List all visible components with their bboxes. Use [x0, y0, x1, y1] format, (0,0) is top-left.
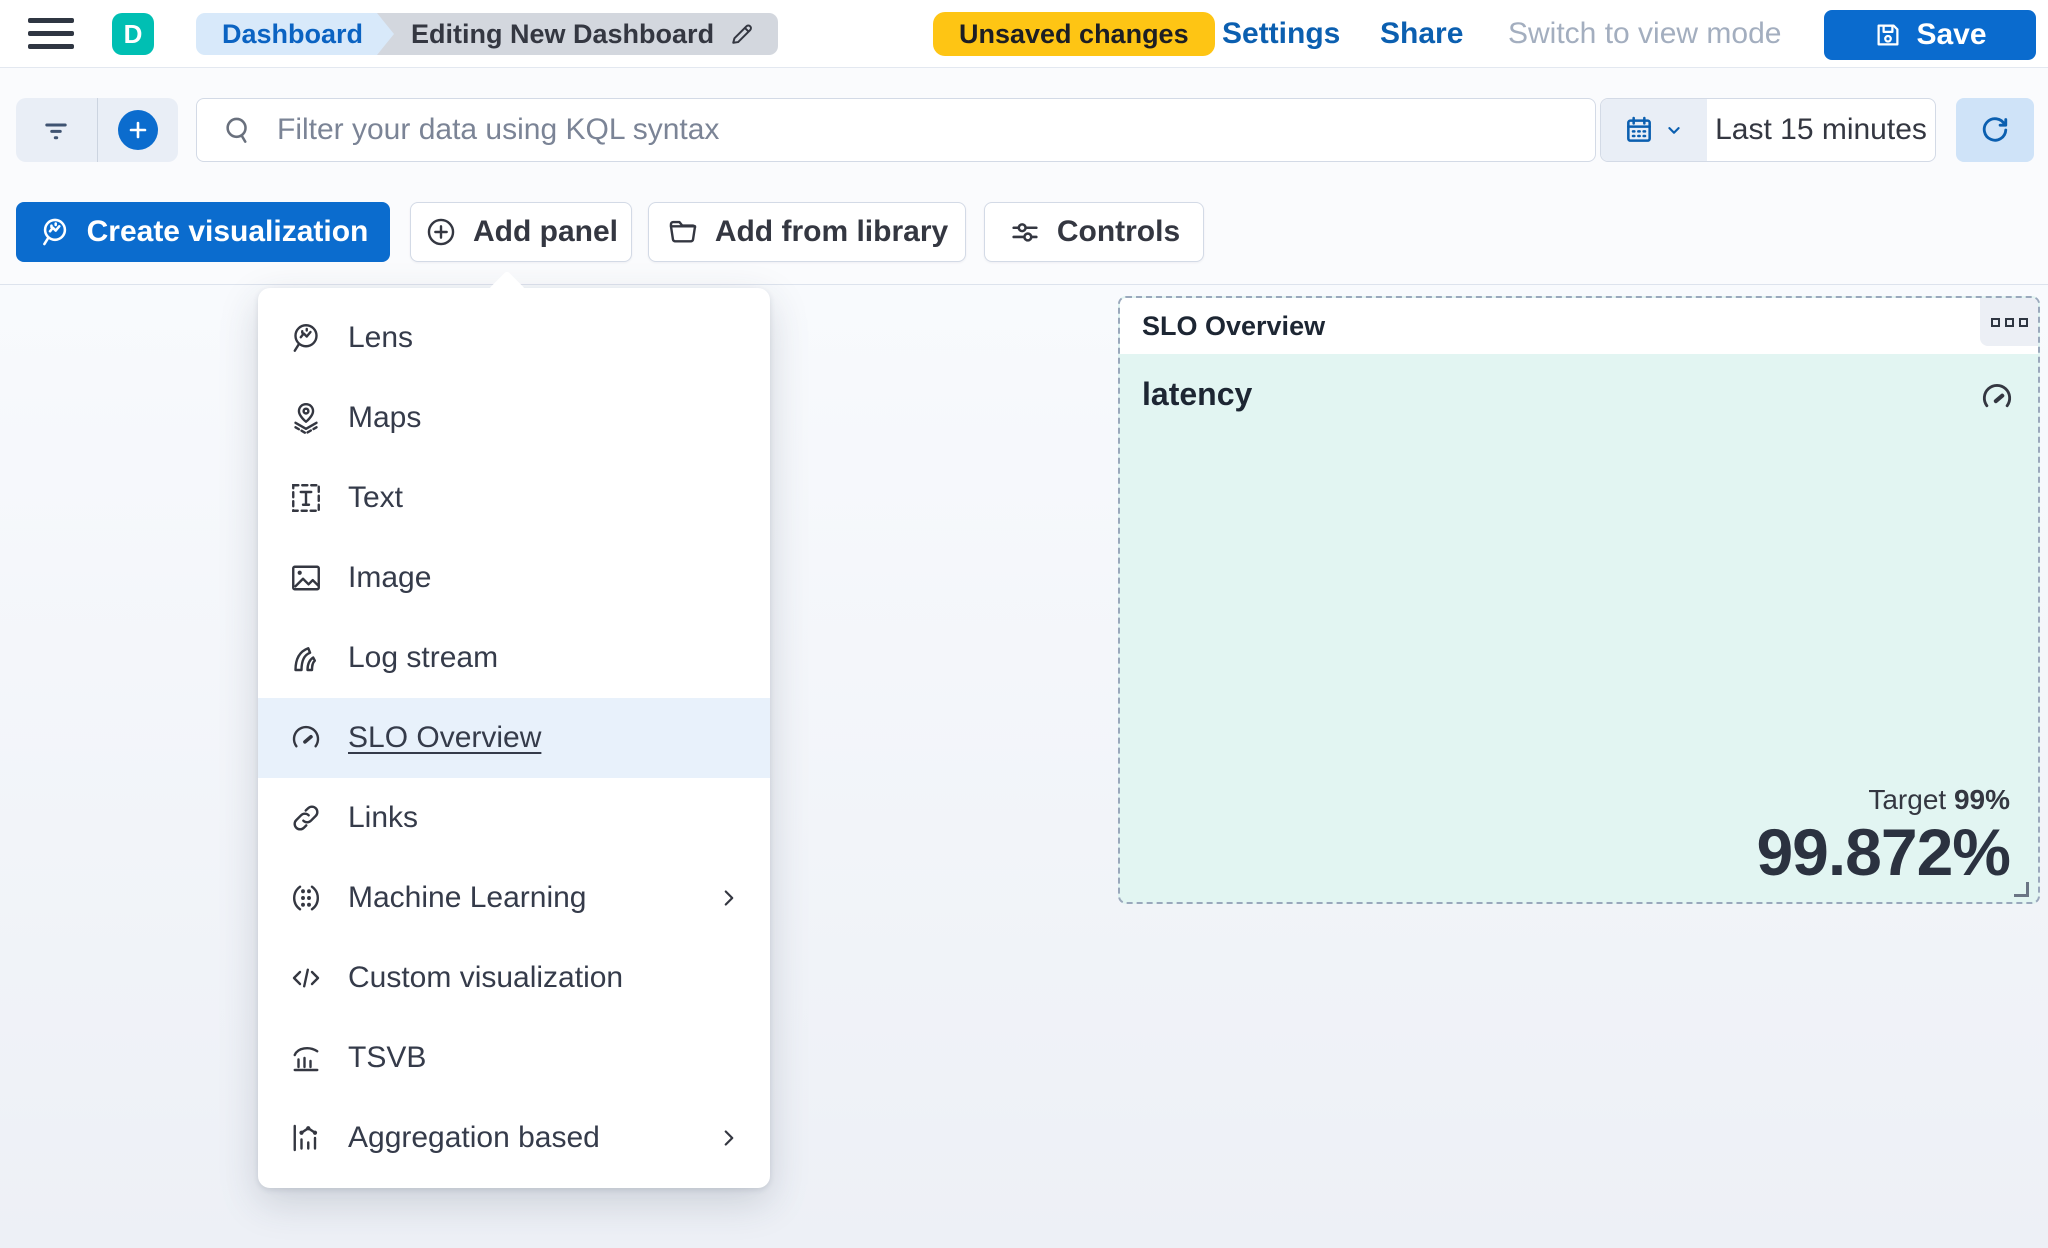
settings-link[interactable]: Settings	[1222, 17, 1341, 50]
search-icon	[221, 113, 255, 147]
slo-overview-panel[interactable]: SLO Overview latency Target 99% 99.872%	[1118, 296, 2040, 904]
create-visualization-label: Create visualization	[86, 215, 369, 248]
gauge-icon	[1978, 378, 2016, 416]
filter-icon	[39, 113, 73, 147]
save-icon	[1873, 20, 1903, 50]
menu-item-label: SLO Overview	[348, 721, 542, 754]
menu-item-tsvb[interactable]: TSVB	[258, 1018, 770, 1098]
panel-header: SLO Overview	[1120, 298, 2038, 354]
add-panel-button[interactable]: Add panel	[410, 202, 632, 262]
slo-metric-name: latency	[1142, 376, 1253, 412]
panel-options-button[interactable]	[1980, 298, 2038, 346]
tsvb-icon	[288, 1040, 324, 1076]
panel-resize-handle[interactable]	[2014, 882, 2029, 897]
time-range-value[interactable]: Last 15 minutes	[1715, 113, 1927, 146]
filter-button-group	[16, 98, 178, 162]
menu-item-label: Lens	[348, 321, 414, 354]
add-from-library-button[interactable]: Add from library	[648, 202, 966, 262]
plus-icon	[117, 110, 158, 150]
chevron-right-icon	[716, 1125, 742, 1151]
menu-item-slo-overview[interactable]: SLO Overview	[258, 698, 770, 778]
chevron-right-icon	[716, 885, 742, 911]
add-panel-menu-list: Lens Maps Text Image	[258, 288, 770, 1188]
plus-circle-icon	[424, 215, 458, 249]
menu-item-log-stream[interactable]: Log stream	[258, 618, 770, 698]
menu-hamburger-icon[interactable]	[28, 17, 74, 51]
text-icon	[288, 480, 324, 516]
top-header: D Dashboard Editing New Dashboard Unsave…	[0, 0, 2048, 68]
add-panel-label: Add panel	[472, 215, 618, 248]
folder-icon	[666, 215, 700, 249]
save-button[interactable]: Save	[1824, 10, 2036, 60]
space-avatar[interactable]: D	[112, 13, 154, 55]
aggregation-chart-icon	[288, 1120, 324, 1156]
refresh-button[interactable]	[1956, 98, 2034, 162]
add-panel-menu: Lens Maps Text Image	[258, 270, 770, 1188]
log-stream-icon	[288, 640, 324, 676]
save-label: Save	[1916, 18, 1987, 51]
menu-item-label: Aggregation based	[348, 1121, 600, 1154]
menu-item-custom-visualization[interactable]: Custom visualization	[258, 938, 770, 1018]
unsaved-changes-badge: Unsaved changes	[933, 12, 1215, 56]
maps-icon	[288, 400, 324, 436]
chevron-down-icon	[1663, 119, 1685, 141]
menu-item-label: Text	[348, 481, 404, 514]
image-icon	[288, 560, 324, 596]
menu-item-label: Machine Learning	[348, 881, 587, 914]
slo-metric-block: Target 99% 99.872%	[1756, 784, 2011, 890]
breadcrumb-current-label: Editing New Dashboard	[411, 18, 715, 49]
switch-to-view-mode-link[interactable]: Switch to view mode	[1508, 17, 1782, 50]
menu-item-aggregation-based[interactable]: Aggregation based	[258, 1098, 770, 1178]
query-toolbar-area: Last 15 minutes Create visualization Add…	[0, 68, 2048, 285]
breadcrumb-dashboard[interactable]: Dashboard	[196, 13, 395, 55]
slo-panel-body: latency Target 99% 99.872%	[1120, 354, 2038, 902]
menu-item-label: Links	[348, 801, 419, 834]
slo-target-line: Target 99%	[1756, 784, 2010, 816]
add-filter-button[interactable]	[98, 98, 179, 162]
slo-value: 99.872%	[1756, 815, 2011, 890]
add-from-library-label: Add from library	[714, 215, 949, 248]
breadcrumb: Dashboard Editing New Dashboard	[196, 13, 779, 55]
calendar-icon	[1623, 114, 1655, 146]
menu-item-label: TSVB	[348, 1041, 427, 1074]
refresh-icon	[1978, 113, 2012, 147]
share-link[interactable]: Share	[1380, 17, 1464, 50]
menu-item-machine-learning[interactable]: Machine Learning	[258, 858, 770, 938]
panel-title: SLO Overview	[1142, 310, 1326, 341]
time-range-picker: Last 15 minutes	[1600, 98, 1936, 162]
link-icon	[288, 800, 324, 836]
date-picker-menu-button[interactable]	[1601, 99, 1707, 161]
gauge-icon	[288, 720, 324, 756]
lens-icon	[38, 215, 72, 249]
lens-icon	[288, 320, 324, 356]
menu-item-links[interactable]: Links	[258, 778, 770, 858]
menu-item-label: Custom visualization	[348, 961, 624, 994]
code-icon	[288, 960, 324, 996]
menu-item-image[interactable]: Image	[258, 538, 770, 618]
menu-item-lens[interactable]: Lens	[258, 298, 770, 378]
pencil-icon	[728, 20, 756, 48]
kql-search-box	[196, 98, 1596, 162]
kql-search-input[interactable]	[277, 113, 1571, 147]
sliders-icon	[1008, 215, 1042, 249]
controls-button[interactable]: Controls	[984, 202, 1204, 262]
filter-menu-button[interactable]	[16, 98, 97, 162]
menu-item-text[interactable]: Text	[258, 458, 770, 538]
divider	[96, 98, 98, 162]
menu-item-label: Image	[348, 561, 432, 594]
target-value: 99%	[1953, 784, 2010, 816]
breadcrumb-current[interactable]: Editing New Dashboard	[377, 13, 779, 55]
machine-learning-icon	[288, 880, 324, 916]
menu-item-maps[interactable]: Maps	[258, 378, 770, 458]
controls-label: Controls	[1056, 215, 1181, 248]
target-label: Target	[1868, 784, 1954, 816]
menu-item-label: Log stream	[348, 641, 499, 674]
create-visualization-button[interactable]: Create visualization	[16, 202, 390, 262]
menu-item-label: Maps	[348, 401, 422, 434]
